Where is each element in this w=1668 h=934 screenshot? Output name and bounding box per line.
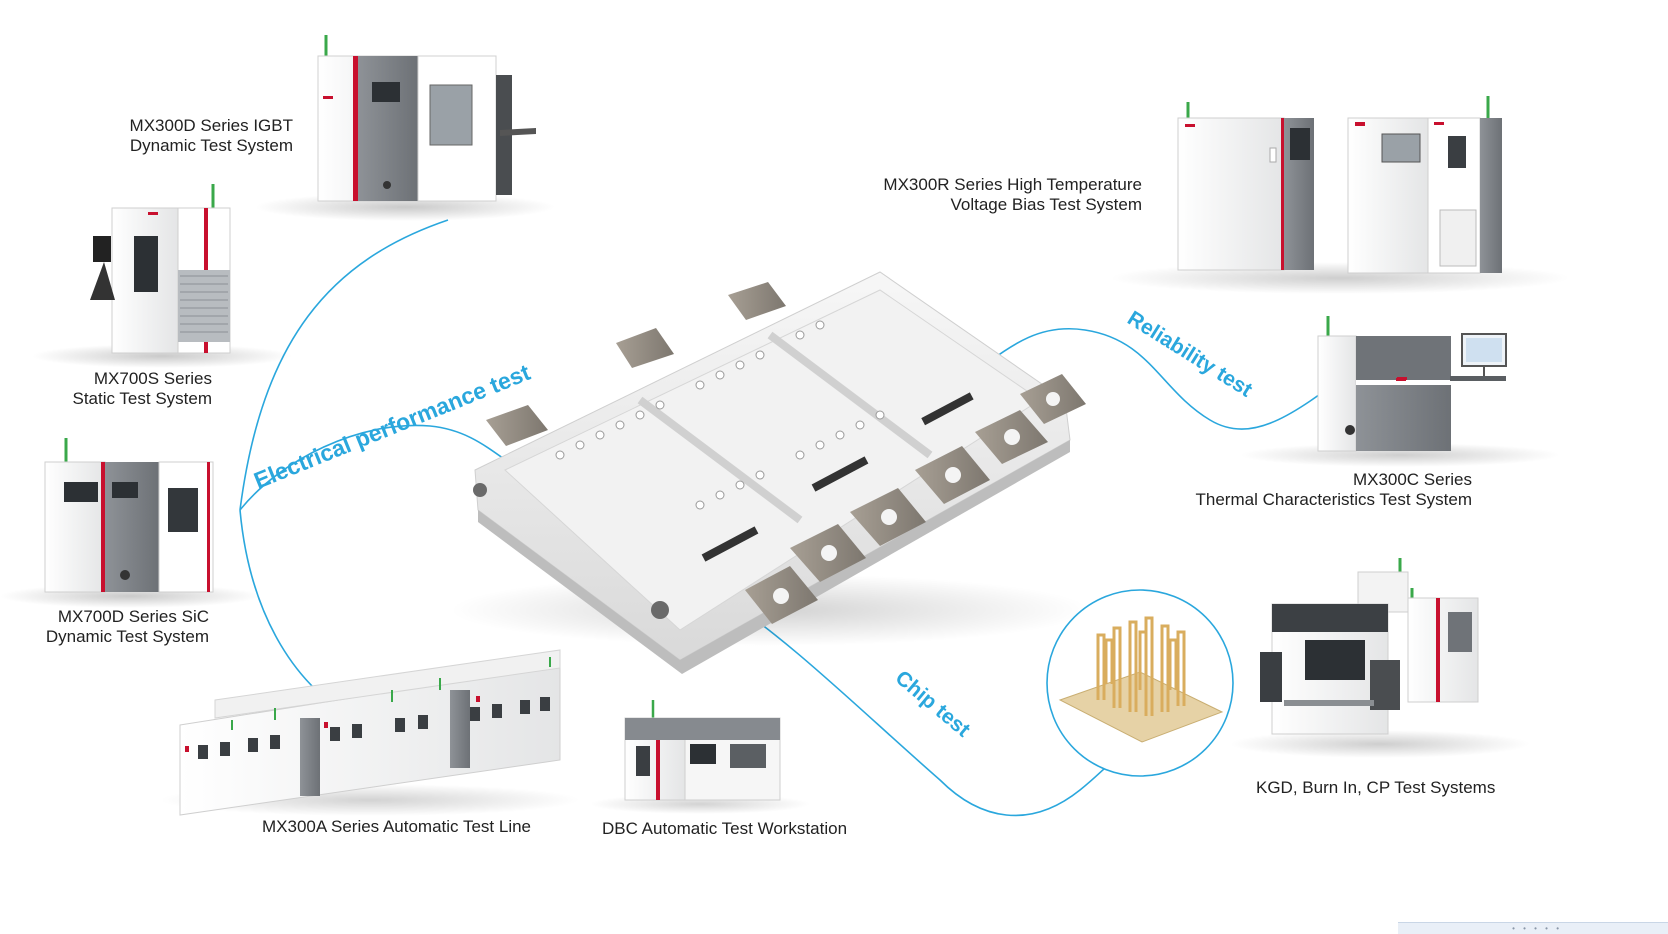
mx300d-machine-image	[255, 35, 555, 221]
module-top-tabs	[486, 282, 786, 446]
mx300a-label-line1: MX300A Series Automatic Test Line	[262, 817, 532, 836]
bottom-edge-strip: • • • • •	[1398, 922, 1668, 934]
category-reliability-label: Reliability test	[1123, 307, 1256, 402]
mx300d-label-line1: MX300D Series IGBT	[129, 116, 293, 135]
mx300a-label: MX300A Series Automatic Test Line	[262, 817, 531, 837]
mx300d-label-line2: Dynamic Test System	[129, 136, 293, 155]
mx300a-line-image	[160, 649, 580, 816]
module-bottom-tabs	[745, 374, 1086, 624]
dbc-workstation-image	[590, 700, 810, 814]
mx300c-label-line2: Thermal Characteristics Test System	[1195, 490, 1472, 509]
mx700s-label: MX700S Series Static Test System	[30, 369, 212, 409]
category-chip-label: Chip test	[891, 666, 975, 741]
chip-probe-image	[1046, 589, 1234, 777]
connector-mx300d	[239, 219, 449, 511]
mx300r-label: MX300R Series High Temperature Voltage B…	[860, 175, 1142, 215]
dbc-label-line1: DBC Automatic Test Workstation	[602, 819, 848, 838]
connector-lines	[239, 219, 1381, 817]
dbc-label: DBC Automatic Test Workstation	[602, 819, 847, 839]
mx700s-label-line2: Static Test System	[72, 389, 212, 408]
mx300c-label-line1: MX300C Series	[1352, 470, 1472, 489]
connector-reliability	[929, 327, 1381, 430]
mx700s-label-line1: MX700S Series	[93, 369, 212, 388]
kgd-machine-image	[1230, 558, 1530, 758]
mx700d-machine-image	[0, 438, 260, 608]
connector-electrical-to-module	[239, 424, 521, 511]
bottom-dots: • • • • •	[1512, 924, 1562, 933]
kgd-label-line1: KGD, Burn In, CP Test Systems	[1256, 778, 1496, 797]
mx300d-label: MX300D Series IGBT Dynamic Test System	[110, 116, 293, 156]
mx700d-label-line2: Dynamic Test System	[45, 627, 209, 646]
mx700d-label: MX700D Series SiC Dynamic Test System	[20, 607, 209, 647]
brand-marks	[148, 96, 1444, 380]
module-pins	[555, 320, 885, 510]
kgd-label: KGD, Burn In, CP Test Systems	[1256, 778, 1495, 798]
mx300c-machine-image	[1240, 316, 1560, 467]
mx700d-label-line1: MX700D Series SiC	[57, 607, 209, 626]
mx300c-label: MX300C Series Thermal Characteristics Te…	[1160, 470, 1472, 510]
igbt-module-image	[450, 271, 1090, 674]
mx300r-label-line2: Voltage Bias Test System	[950, 195, 1142, 214]
mx700s-machine-image	[32, 184, 292, 368]
mx300r-label-line1: MX300R Series High Temperature	[883, 175, 1142, 194]
mx300r-machine-image	[1110, 96, 1570, 294]
connector-chip	[719, 594, 1126, 817]
